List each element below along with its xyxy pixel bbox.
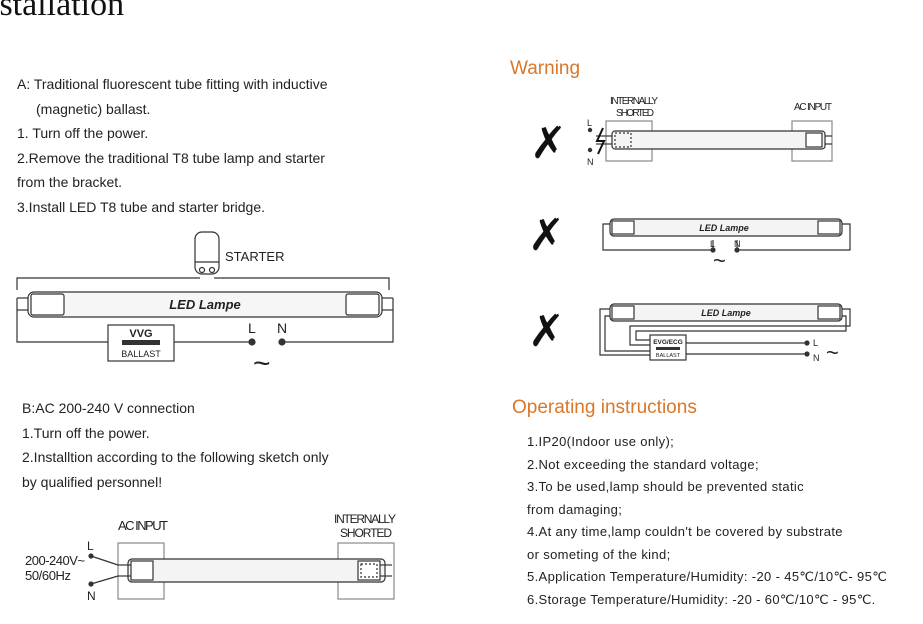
w2-tube-label: LED Lampe	[699, 223, 749, 233]
ballast-label: BALLAST	[121, 349, 161, 359]
tube-b	[127, 558, 386, 583]
w3-ballast-title: EVG/ECG	[653, 339, 683, 346]
w1-n-label: N	[587, 157, 594, 167]
led-tube	[27, 291, 383, 318]
ac-input-label-b: AC INPUT	[118, 518, 168, 533]
op-line-8: 6.Storage Temperature/Humidity: -20 - 60…	[527, 591, 876, 607]
l-label-a: L	[248, 320, 256, 336]
w1-shorted-line1: INTERNALLY	[610, 96, 658, 107]
lightning-icon	[595, 127, 606, 155]
operating-instructions-list: 1.IP20(Indoor use only); 2.Not exceeding…	[527, 431, 887, 611]
warning-diagram-1: ✗ INTERNALLY SHORTED AC INPUT L N	[530, 96, 833, 168]
diagram-a: STARTER LED Lampe VVG BALLAST L N ~	[16, 231, 394, 380]
cross-icon-3: ✗	[528, 307, 565, 356]
op-line-2: 2.Not exceeding the standard voltage;	[527, 456, 759, 472]
w1-l-label: L	[587, 118, 592, 128]
w3-ac-symbol: ~	[826, 340, 839, 365]
diagram-b: AC INPUT INTERNALLY SHORTED L N 200-240V…	[25, 512, 396, 603]
section-a-line-2: (magnetic) ballast.	[36, 100, 151, 117]
starter-label: STARTER	[225, 249, 284, 264]
frequency-label: 50/60Hz	[25, 568, 71, 583]
w2-l-label: L	[710, 239, 715, 249]
op-line-5: 4.At any time,lamp couldn't be covered b…	[527, 524, 843, 539]
shorted-line2-b: SHORTED	[340, 526, 392, 540]
section-b-line-2: 1.Turn off the power.	[22, 424, 150, 441]
op-line-4: from damaging;	[527, 501, 623, 517]
ac-symbol-a: ~	[253, 347, 271, 380]
op-line-3: 3.To be used,lamp should be prevented st…	[527, 479, 805, 494]
section-b-line-1: B:AC 200-240 V connection	[22, 400, 195, 416]
w1-ac-input: AC INPUT	[794, 102, 832, 113]
warning-diagram-3: ✗ LED Lampe EVG/ECG BALLAST L N ~	[528, 303, 851, 365]
section-b-line-3: 2.Installtion according to the following…	[22, 449, 329, 465]
operating-heading: Operating instructions	[512, 397, 697, 418]
n-label-b: N	[87, 589, 96, 603]
section-a-line-5: from the bracket.	[17, 174, 123, 190]
voltage-label: 200-240V~	[25, 553, 85, 568]
w1-shorted-line2: SHORTED	[616, 108, 654, 119]
cross-icon-1: ✗	[530, 119, 567, 168]
w3-ballast-label: BALLAST	[656, 353, 681, 359]
w3-tube-label: LED Lampe	[701, 308, 751, 318]
l-label-b: L	[87, 539, 94, 553]
section-a-line-6: 3.Install LED T8 tube and starter bridge…	[17, 198, 265, 215]
w2-ac-symbol: ~	[713, 248, 726, 273]
warning-heading: Warning	[510, 58, 581, 79]
section-a-line-3: 1. Turn off the power.	[17, 125, 149, 141]
warning-diagram-2: ✗ LED Lampe L N ~	[528, 211, 851, 273]
w2-n-label: N	[734, 239, 741, 249]
section-a-line-1: A: Traditional fluorescent tube fitting …	[17, 76, 328, 92]
ballast-title: VVG	[129, 328, 152, 340]
op-line-1: 1.IP20(Indoor use only);	[527, 434, 675, 449]
op-line-7: 5.Application Temperature/Humidity: -20 …	[527, 569, 888, 584]
n-label-a: N	[277, 320, 287, 336]
op-line-6: or someting of the kind;	[527, 546, 671, 562]
shorted-line1-b: INTERNALLY	[334, 512, 396, 526]
w3-n-label: N	[813, 353, 820, 363]
tube-label: LED Lampe	[169, 297, 241, 312]
section-b-line-4: by qualified personnel!	[22, 473, 163, 490]
w3-l-label: L	[813, 338, 818, 348]
starter-body	[194, 231, 220, 275]
page-title: istallation	[0, 0, 125, 23]
cross-icon-2: ✗	[528, 211, 565, 260]
section-a-line-4: 2.Remove the traditional T8 tube lamp an…	[17, 149, 325, 166]
